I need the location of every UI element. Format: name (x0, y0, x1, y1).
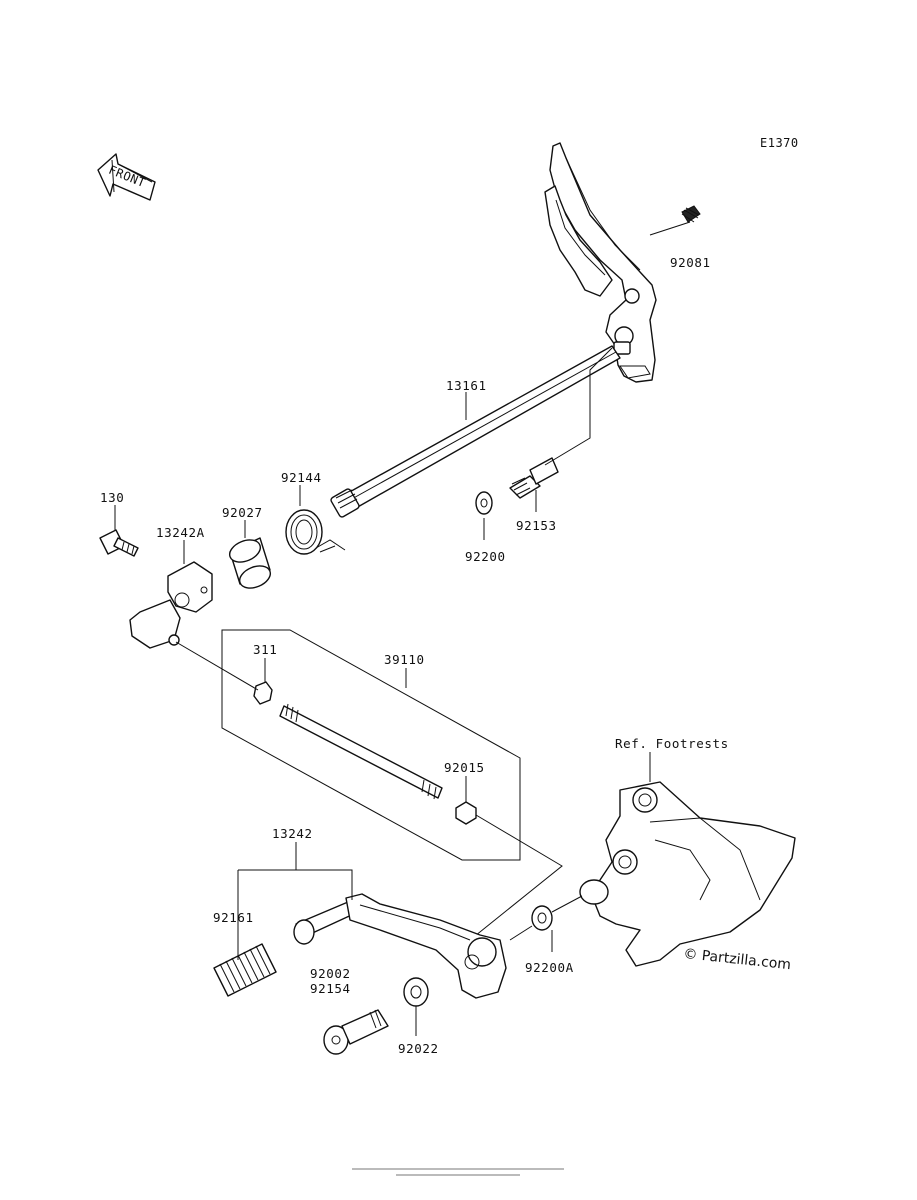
label-92161: 92161 (213, 910, 254, 925)
label-13242a: 13242A (156, 525, 205, 540)
label-92153: 92153 (516, 518, 557, 533)
washer-92200 (475, 491, 493, 515)
shift-arm-plate (544, 142, 701, 383)
footrest-bracket (579, 752, 796, 967)
washer-92200a (531, 905, 553, 931)
diagram-code: E1370 (760, 136, 799, 150)
shift-lever-13242a (129, 561, 213, 649)
label-130: 130 (100, 490, 124, 505)
label-92002: 92002 (310, 966, 351, 981)
label-13242: 13242 (272, 826, 313, 841)
bolt-92153 (509, 347, 613, 499)
bolt-130 (99, 529, 139, 557)
label-92015: 92015 (444, 760, 485, 775)
label-92081: 92081 (670, 255, 711, 270)
footer-fine-print (352, 1168, 564, 1176)
bushing-92027 (228, 537, 272, 589)
washer-92022 (403, 977, 429, 1007)
label-39110: 39110 (384, 652, 425, 667)
label-92200: 92200 (465, 549, 506, 564)
label-92022: 92022 (398, 1041, 439, 1056)
label-92027: 92027 (222, 505, 263, 520)
label-13161: 13161 (446, 378, 487, 393)
shift-pedal-13242 (293, 893, 507, 999)
front-arrow-icon: FRONT (97, 153, 156, 201)
pedal-rubber-92161 (213, 943, 277, 997)
label-92144: 92144 (281, 470, 322, 485)
label-92154: 92154 (310, 981, 351, 996)
shift-shaft-13161 (330, 345, 621, 518)
tie-rod-group-39110 (175, 629, 563, 941)
spring-92081-icon (681, 205, 701, 223)
label-92200a: 92200A (525, 960, 574, 975)
watermark: © Partzilla.com (683, 946, 792, 973)
label-311: 311 (253, 642, 277, 657)
label-ref-footrests: Ref. Footrests (615, 736, 729, 751)
pivot-bolt-92002 (323, 1009, 389, 1055)
return-spring-92144 (285, 509, 346, 555)
